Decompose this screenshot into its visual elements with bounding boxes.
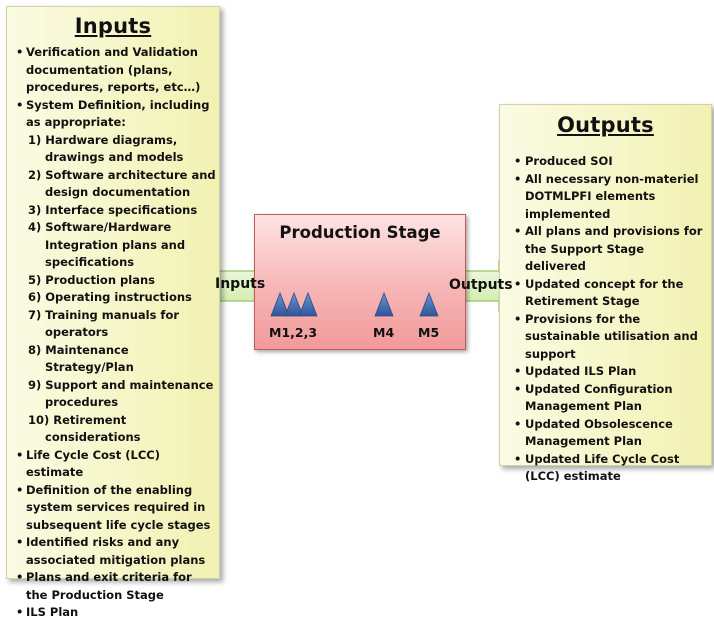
milestone-triangle-m2 — [284, 291, 304, 317]
inputs-item: 4) Software/Hardware Integration plans a… — [7, 219, 219, 272]
bullet-marker: • — [16, 97, 24, 112]
bullet-marker: • — [514, 276, 522, 291]
milestone-triangle-m1 — [270, 291, 290, 317]
outputs-list: •Produced SOI•All necessary non-materiel… — [500, 153, 711, 486]
outputs-item: •All necessary non-materiel DOTMLPFI ele… — [500, 171, 711, 224]
stage-title: Production Stage — [279, 223, 441, 242]
inputs-item-text: Identified risks and any associated miti… — [26, 535, 206, 567]
milestone-triangle-m3 — [298, 291, 318, 317]
inputs-item: •Identified risks and any associated mit… — [7, 534, 219, 569]
inputs-item: 3) Interface specifications — [7, 202, 219, 220]
outputs-arrow-label: Outputs — [449, 277, 513, 293]
inputs-item-text: 7) Training manuals for operators — [28, 307, 180, 340]
inputs-item: •System Definition, including as appropr… — [7, 97, 219, 132]
outputs-item-text: Produced SOI — [525, 154, 613, 168]
outputs-item-text: Updated ILS Plan — [525, 364, 637, 378]
inputs-list: •Verification and Validation documentati… — [7, 44, 219, 622]
inputs-item: 6) Operating instructions — [7, 289, 219, 307]
inputs-item: •ILS Plan — [7, 604, 219, 622]
outputs-item: •All plans and provisions for the Suppor… — [500, 223, 711, 276]
bullet-marker: • — [514, 451, 522, 466]
inputs-item: •Verification and Validation documentati… — [7, 44, 219, 97]
inputs-item-text: Life Cycle Cost (LCC) estimate — [26, 447, 160, 480]
inputs-item-text: 6) Operating instructions — [28, 290, 192, 304]
outputs-title: Outputs — [557, 113, 654, 137]
milestone-layer — [270, 291, 439, 317]
outputs-item: •Updated concept for the Retirement Stag… — [500, 276, 711, 311]
bullet-marker: • — [16, 535, 24, 549]
inputs-panel: Inputs •Verification and Validation docu… — [6, 6, 220, 619]
inputs-item: •Definition of the enabling system servi… — [7, 482, 219, 535]
outputs-item-text: Updated Life Cycle Cost (LCC) estimate — [525, 451, 680, 484]
inputs-item-text: Verification and Validation documentatio… — [26, 45, 201, 94]
bullet-marker: • — [514, 364, 522, 378]
inputs-item-text: Definition of the enabling system servic… — [26, 482, 211, 532]
bullet-marker: • — [16, 482, 24, 497]
inputs-item-text: 2) Software architecture and design docu… — [28, 167, 216, 200]
bullet-marker: • — [514, 224, 522, 238]
milestone-triangle-m4 — [374, 291, 394, 317]
outputs-item-text: Updated Configuration Management Plan — [525, 381, 673, 414]
outputs-item-text: All plans and provisions for the Support… — [525, 224, 703, 273]
inputs-item-text: System Definition, including as appropri… — [26, 97, 210, 130]
outputs-item: •Updated Obsolescence Management Plan — [500, 416, 711, 451]
bullet-marker: • — [514, 154, 522, 168]
inputs-item-text: 9) Support and maintenance procedures — [28, 377, 214, 410]
inputs-item-text: 10) Retirement considerations — [28, 412, 141, 445]
outputs-item-text: Provisions for the sustainable utilisati… — [525, 311, 698, 361]
bullet-marker: • — [16, 570, 24, 584]
bullet-marker: • — [514, 311, 522, 326]
inputs-arrow-label: Inputs — [215, 276, 266, 292]
milestone-label-m5: M5 — [418, 325, 440, 340]
milestone-triangle-m5 — [419, 291, 439, 317]
outputs-item: •Updated Life Cycle Cost (LCC) estimate — [500, 451, 711, 486]
bullet-marker: • — [16, 45, 24, 59]
milestone-label-m4: M4 — [373, 325, 395, 340]
outputs-item-text: Updated concept for the Retirement Stage — [525, 276, 684, 309]
inputs-item-text: 5) Production plans — [28, 272, 155, 287]
outputs-item-text: All necessary non-materiel DOTMLPFI elem… — [525, 171, 699, 221]
inputs-item: 10) Retirement considerations — [7, 412, 219, 447]
inputs-item: 9) Support and maintenance procedures — [7, 377, 219, 412]
outputs-item: •Updated Configuration Management Plan — [500, 381, 711, 416]
inputs-item-text: ILS Plan — [26, 605, 79, 619]
outputs-item: •Provisions for the sustainable utilisat… — [500, 311, 711, 364]
inputs-item: 8) Maintenance Strategy/Plan — [7, 342, 219, 377]
inputs-title: Inputs — [74, 14, 152, 38]
bullet-marker: • — [514, 171, 522, 186]
inputs-item-text: 8) Maintenance Strategy/Plan — [28, 342, 134, 375]
production-stage-box: Production Stage — [254, 214, 466, 350]
inputs-item: 5) Production plans — [7, 272, 219, 290]
inputs-item: 1) Hardware diagrams, drawings and model… — [7, 132, 219, 167]
outputs-panel: Outputs •Produced SOI•All necessary non-… — [499, 104, 712, 483]
inputs-item: •Life Cycle Cost (LCC) estimate — [7, 447, 219, 482]
milestone-label-m123: M1,2,3 — [269, 325, 318, 340]
inputs-item: 2) Software architecture and design docu… — [7, 167, 219, 202]
outputs-item: •Updated ILS Plan — [500, 363, 711, 381]
bullet-marker: • — [16, 447, 24, 462]
inputs-item-text: 3) Interface specifications — [28, 202, 198, 217]
bullet-marker: • — [514, 381, 522, 396]
inputs-item-text: 1) Hardware diagrams, drawings and model… — [28, 132, 184, 165]
outputs-item: •Produced SOI — [500, 153, 711, 171]
inputs-item-text: 4) Software/Hardware Integration plans a… — [28, 220, 186, 269]
bullet-marker: • — [16, 605, 24, 619]
bullet-marker: • — [514, 416, 522, 431]
inputs-item: 7) Training manuals for operators — [7, 307, 219, 342]
outputs-item-text: Updated Obsolescence Management Plan — [525, 416, 673, 449]
